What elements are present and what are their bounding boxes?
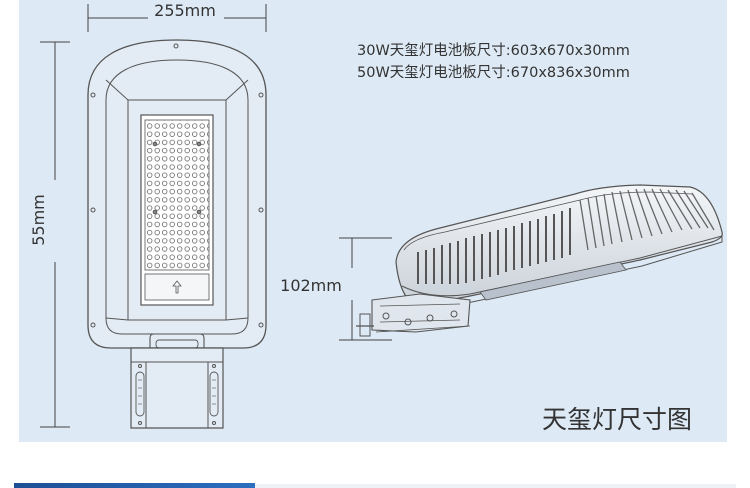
spec-line-30w: 30W天玺灯电池板尺寸:603x670x30mm — [357, 43, 630, 59]
spec-line-50w: 50W天玺灯电池板尺寸:670x836x30mm — [357, 65, 630, 81]
lamp-side-view — [356, 184, 723, 337]
side-height-dimension — [339, 237, 392, 341]
width-dimension — [87, 4, 267, 32]
width-dimension-label: 255mm — [154, 1, 216, 20]
height-dimension — [40, 41, 70, 428]
footer-accent-bar — [14, 483, 255, 488]
lamp-front-view — [87, 39, 267, 429]
footer-divider — [255, 484, 736, 488]
diagram-caption: 天玺灯尺寸图 — [542, 405, 693, 434]
height-dimension-label: 55mm — [29, 194, 48, 246]
side-height-dimension-label: 102mm — [280, 276, 342, 295]
